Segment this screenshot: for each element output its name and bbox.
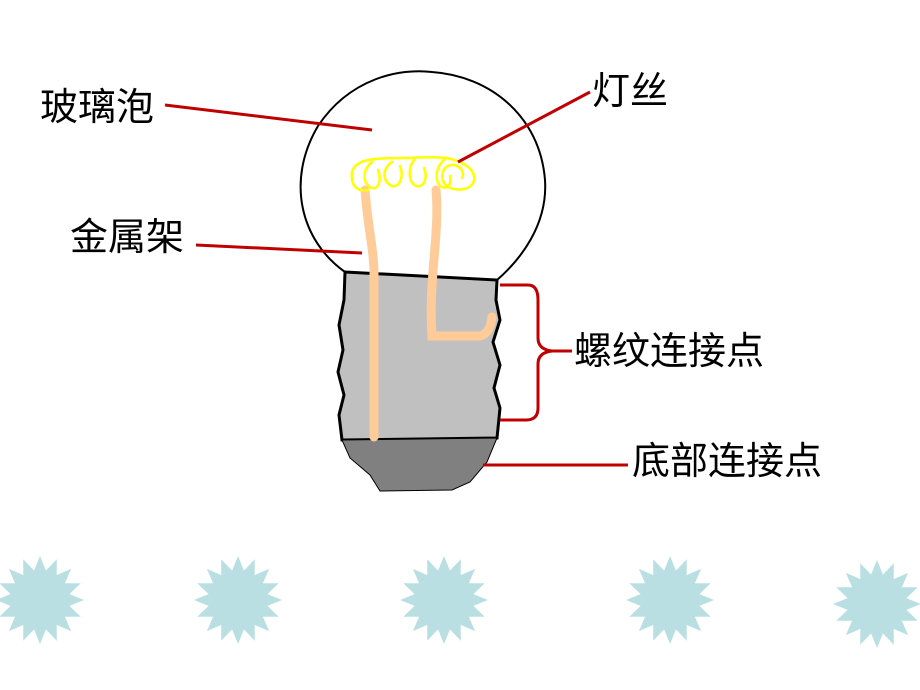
leader-line-metal-frame [195,243,363,255]
bottom-contact-body [341,437,498,492]
labels: 玻璃泡 灯丝 金属架 螺纹连接点 底部连接点 [40,69,822,483]
glass-bulb-outline [299,70,547,281]
label-metal-frame: 金属架 [70,215,184,259]
decorative-stars [0,556,920,648]
glass-bulb [299,70,547,281]
starburst-icon [833,560,920,648]
metal-frame [360,185,497,442]
starburst-icon [0,556,84,644]
filament [350,155,476,192]
starburst-icon [400,556,488,644]
label-screw-contact: 螺纹连接点 [574,329,764,373]
screw-base-body [336,270,502,442]
support-wire-right [426,185,497,341]
starburst-icon [194,556,282,644]
support-wire-left [360,185,379,442]
leader-lines [164,90,628,467]
leader-line-filament [457,90,591,164]
label-glass-bulb: 玻璃泡 [40,85,154,129]
label-base-contact: 底部连接点 [632,439,822,483]
bottom-contact [341,437,498,492]
screw-base [336,270,502,442]
starburst-icon [626,556,714,644]
leader-line-glass-bulb [164,103,373,132]
label-filament: 灯丝 [592,69,668,113]
screw-contact-bracket [500,283,572,422]
filament-coil [350,155,476,192]
